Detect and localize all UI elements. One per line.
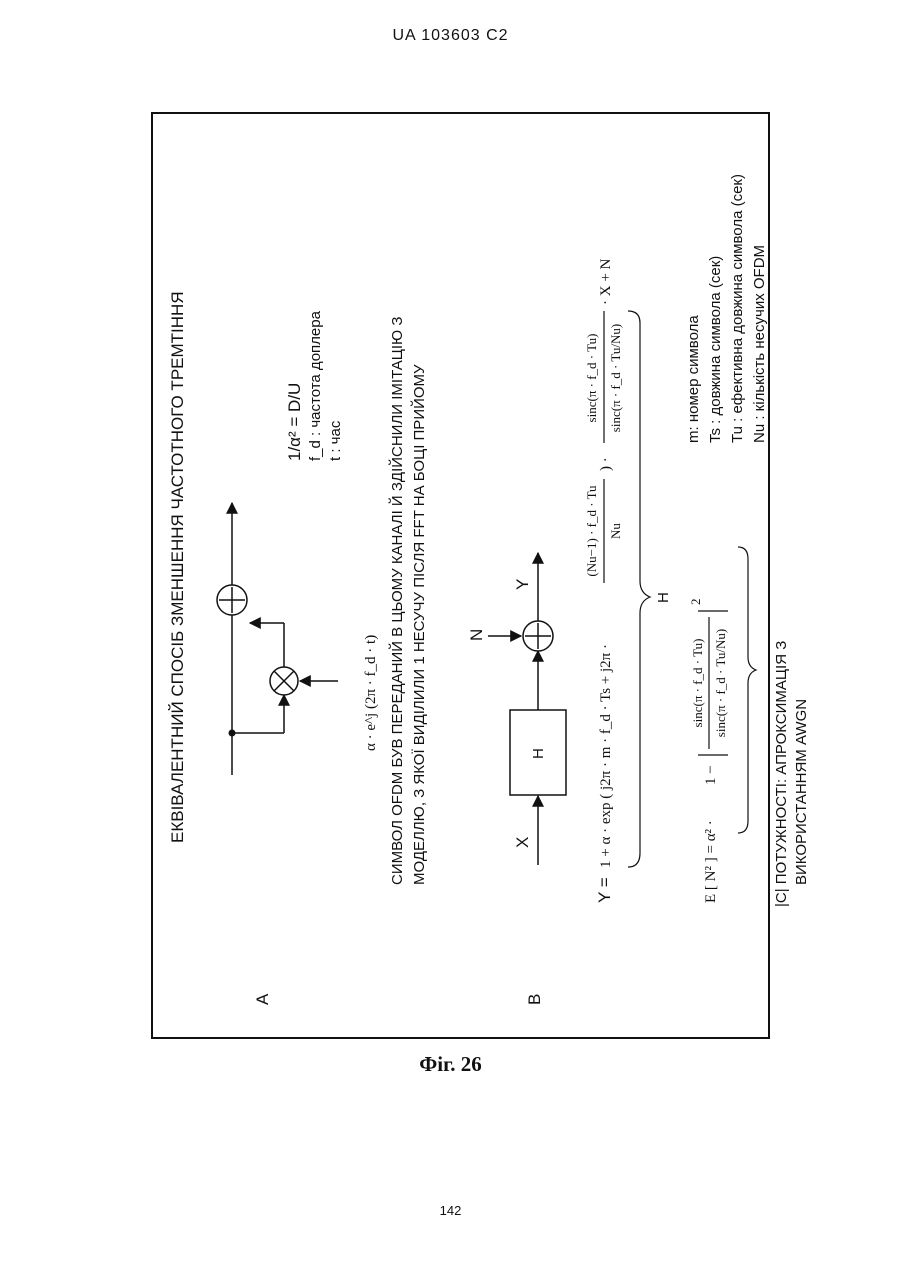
legend-b-line-2: Ts : довжина символа (сек): [707, 256, 724, 443]
eq-y-tail: · X + N: [598, 258, 614, 305]
section-a-label: A: [253, 993, 272, 1005]
output-y-label: Y: [513, 579, 532, 590]
diagram-title: ЕКВІВАЛЕНТНИЙ СПОСІБ ЗМЕНШЕННЯ ЧАСТОТНОГ…: [168, 291, 187, 843]
legend-b-line-3: Tu : ефективна довжина символа (сек): [729, 174, 746, 443]
eq-n-one-minus: 1 −: [703, 765, 719, 785]
eq-n-frac-den: sinc(π · f_d · Tu/Nu): [713, 629, 728, 737]
legend-a-line-2: f_d : частота доплера: [307, 310, 324, 461]
description-line-1: СИМВОЛ OFDM БУВ ПЕРЕДАНИЙ В ЦЬОМУ КАНАЛІ…: [388, 317, 406, 885]
eq-y-frac1-den: Nu: [608, 523, 623, 539]
eq-y-lhs: Y =: [595, 877, 614, 903]
eq-y-frac2-den: sinc(π · f_d · Tu/Nu): [608, 324, 623, 432]
figure-caption: Фіг. 26: [0, 1052, 901, 1077]
legend-a-line-3: t : час: [327, 420, 344, 461]
legend-b-line-4: Nu : кількість несучих OFDM: [751, 245, 768, 443]
eq-y-frac2-num: sinc(π · f_d · Tu): [584, 334, 599, 423]
page-number: 142: [0, 1203, 901, 1218]
eq-y-underbrace: [628, 311, 650, 867]
section-b-label: B: [525, 994, 544, 1005]
eq-y-frac1-num: (Nu−1) · f_d · Tu: [584, 485, 599, 577]
description-line-2: МОДЕЛЛЮ, З ЯКОЇ ВИДІЛИЛИ 1 НЕСУЧУ ПІСЛЯ …: [410, 364, 428, 885]
eq-n-power: 2: [688, 599, 703, 606]
eq-n-lhs: E [ N² ] = α² ·: [703, 820, 719, 903]
input-x-label: X: [513, 837, 532, 848]
power-note-line-2: ВИКОРИСТАННЯМ AWGN: [793, 699, 810, 885]
figure-frame: [152, 113, 769, 1038]
power-note-line-1: |C| ПОТУЖНОСТІ: АПРОКСИМАЦІЯ З: [773, 641, 790, 907]
rotated-figure-content: ЕКВІВАЛЕНТНИЙ СПОСІБ ЗМЕНШЕННЯ ЧАСТОТНОГ…: [168, 174, 810, 1005]
legend-a-line-1: 1/α² = D/U: [285, 383, 304, 461]
eq-n-frac-num: sinc(π · f_d · Tu): [690, 639, 705, 728]
h-block-label: H: [530, 748, 547, 759]
eq-y-brace-label: H: [655, 592, 672, 603]
legend-b-line-1: m: номер символа: [685, 315, 702, 443]
noise-label: N: [467, 629, 486, 641]
eq-y-close-paren: ) ·: [598, 457, 614, 471]
multiplier-input-label: α · e^j (2π · f_d · t): [363, 635, 379, 751]
eq-n-underbrace: [738, 547, 756, 833]
eq-y-factor1: 1 + α · exp ( j2π · m · f_d · Ts + j2π ·: [598, 644, 614, 868]
